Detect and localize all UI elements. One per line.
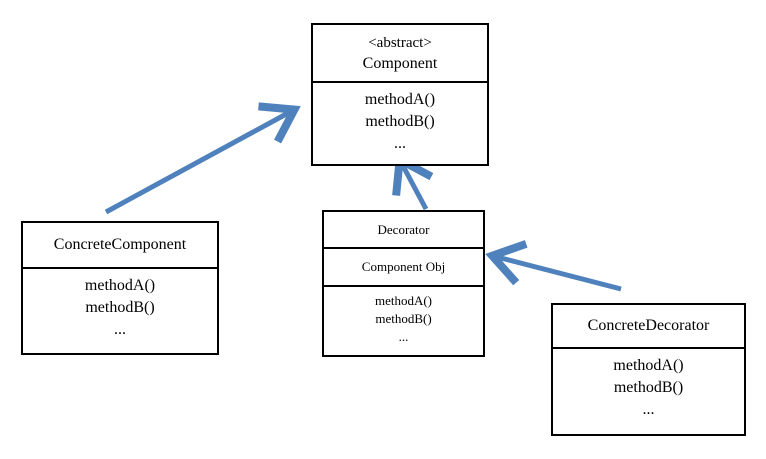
decorator-name: Decorator xyxy=(377,221,430,237)
decorator-method-b: methodB() xyxy=(375,311,432,326)
decorator-field-section: Component Obj xyxy=(324,247,483,285)
decorator-method-a: methodA() xyxy=(374,293,433,308)
decorator-class-box: Decorator Component Obj methodA() method… xyxy=(322,210,485,357)
decorator-methods: methodA() methodB() ... xyxy=(324,285,483,355)
concrete-component-class-box: ConcreteComponent methodA() methodB() ..… xyxy=(21,221,219,355)
concrete-component-method-more: ... xyxy=(114,321,126,338)
concrete-decorator-name: ConcreteDecorator xyxy=(587,317,710,334)
component-header: <abstract> Component xyxy=(313,25,487,81)
arrow-concretecomponent-to-component xyxy=(104,102,301,215)
concrete-decorator-class-box: ConcreteDecorator methodA() methodB() ..… xyxy=(551,303,746,436)
decorator-method-more: ... xyxy=(398,329,409,344)
arrow-concretedecorator-to-decorator xyxy=(485,240,622,292)
concrete-component-method-b: methodB() xyxy=(85,299,155,316)
arrow-decorator-to-component xyxy=(392,153,434,211)
concrete-component-name: ConcreteComponent xyxy=(53,236,187,253)
concrete-decorator-methods: methodA() methodB() ... xyxy=(553,347,744,434)
concrete-decorator-method-a: methodA() xyxy=(613,357,684,374)
concrete-decorator-header: ConcreteDecorator xyxy=(553,305,744,347)
component-method-b: methodB() xyxy=(365,113,435,130)
concrete-component-header: ConcreteComponent xyxy=(23,223,217,267)
concrete-decorator-method-more: ... xyxy=(642,401,655,418)
decorator-field: Component Obj xyxy=(361,259,446,274)
component-stereotype: <abstract> xyxy=(368,34,432,51)
component-method-more: ... xyxy=(394,135,406,152)
concrete-component-methods: methodA() methodB() ... xyxy=(23,267,217,353)
decorator-header: Decorator xyxy=(324,212,483,247)
component-name: Component xyxy=(362,54,438,72)
component-methods: methodA() methodB() ... xyxy=(313,81,487,164)
concrete-component-method-a: methodA() xyxy=(84,277,156,294)
concrete-decorator-method-b: methodB() xyxy=(613,379,684,396)
component-class-box: <abstract> Component methodA() methodB()… xyxy=(311,23,489,166)
component-method-a: methodA() xyxy=(364,91,436,108)
